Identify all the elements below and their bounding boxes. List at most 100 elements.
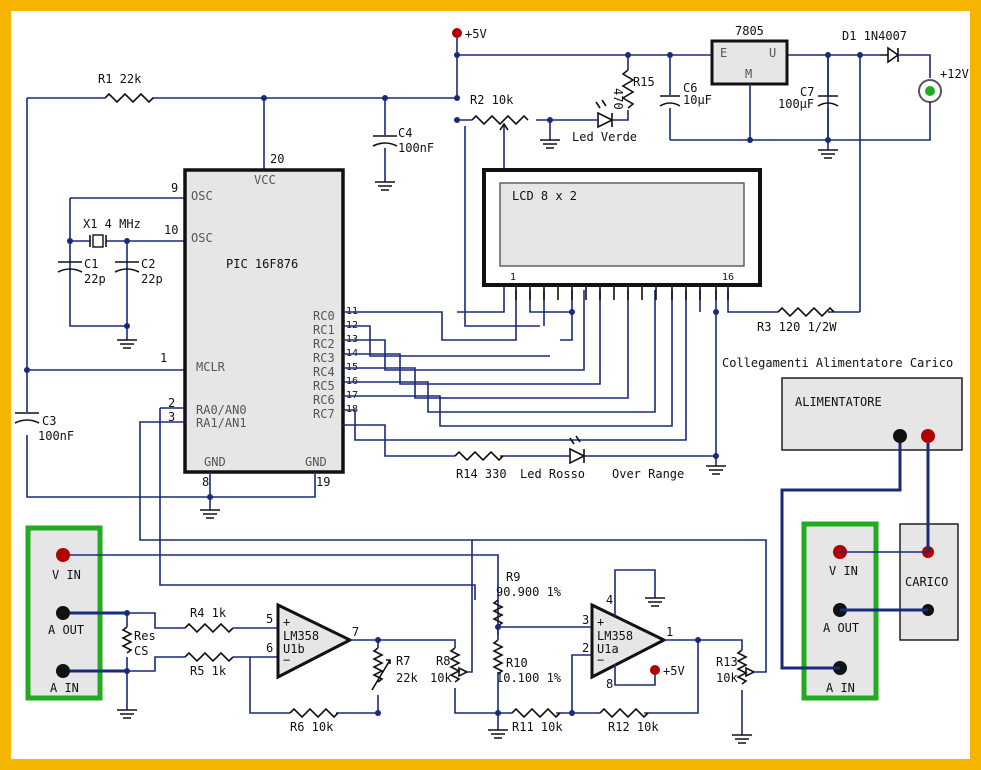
u1a-pin2: 2 bbox=[582, 641, 589, 655]
pic-vcc: VCC bbox=[254, 173, 276, 187]
c3-label: C3 bbox=[42, 414, 56, 428]
reg-pin-m: M bbox=[745, 67, 752, 81]
r15-label: R15 bbox=[633, 75, 655, 89]
pin-9: 9 bbox=[171, 181, 178, 195]
right-aout-label: A OUT bbox=[823, 621, 859, 635]
c6-value: 10μF bbox=[683, 93, 712, 107]
r6-label: R6 10k bbox=[290, 720, 334, 734]
pic-mclr: MCLR bbox=[196, 360, 226, 374]
r1-label: R1 22k bbox=[98, 72, 142, 86]
r11-label: R11 10k bbox=[512, 720, 563, 734]
r8-value: 10k bbox=[430, 671, 452, 685]
pic-rc2: RC2 bbox=[313, 337, 335, 351]
c4-value: 100nF bbox=[398, 141, 434, 155]
x1-label: X1 4 MHz bbox=[83, 217, 141, 231]
r9-label: R9 bbox=[506, 570, 520, 584]
reset-network: R1 22k C4 100nF C3 100nF bbox=[14, 72, 457, 498]
r13-label: R13 bbox=[716, 655, 738, 669]
u1b-pin7: 7 bbox=[352, 625, 359, 639]
pin-3: 3 bbox=[168, 410, 175, 424]
pic-rc3: RC3 bbox=[313, 351, 335, 365]
c1-value: 22p bbox=[84, 272, 106, 286]
lcd-label: LCD 8 x 2 bbox=[512, 189, 577, 203]
pic-gnd1: GND bbox=[204, 455, 226, 469]
reg-pin-u: U bbox=[769, 46, 776, 60]
r7-label: R7 bbox=[396, 654, 410, 668]
c7-value: 100μF bbox=[778, 97, 814, 111]
pic-osc2: OSC bbox=[191, 231, 213, 245]
load-section: Collegamenti Alimentatore Carico ALIMENT… bbox=[722, 356, 963, 701]
pic-rc0: RC0 bbox=[313, 309, 335, 323]
regulator-7805 bbox=[710, 39, 789, 86]
r15-value: 470 bbox=[611, 88, 625, 110]
r12-label: R12 10k bbox=[608, 720, 659, 734]
r13-value: 10k bbox=[716, 671, 738, 685]
r3-label: R3 120 1/2W bbox=[757, 320, 837, 334]
c4-label: C4 bbox=[398, 126, 412, 140]
r14-label: R14 330 bbox=[456, 467, 507, 481]
r10-value: 10.100 1% bbox=[496, 671, 562, 685]
pic-rc7: RC7 bbox=[313, 407, 335, 421]
u1b-name: LM358 bbox=[283, 629, 319, 643]
r2-label: R2 10k bbox=[470, 93, 514, 107]
pic-16f876: PIC 16F876 VCC 20 OSC OSC 9 10 MCLR 1 RA… bbox=[160, 152, 358, 519]
u1a-minus: − bbox=[597, 653, 604, 667]
rescs-label1: Res bbox=[134, 629, 156, 643]
u1b-pin5: 5 bbox=[266, 612, 273, 626]
u1a-pin8: 8 bbox=[606, 677, 613, 691]
c6-label: C6 bbox=[683, 81, 697, 95]
led-verde bbox=[595, 99, 614, 129]
carico-label: CARICO bbox=[905, 575, 948, 589]
u1a-name: LM358 bbox=[597, 629, 633, 643]
lcd-pin1: 1 bbox=[510, 272, 516, 283]
pic-osc1: OSC bbox=[191, 189, 213, 203]
r8-label: R8 bbox=[436, 654, 450, 668]
r5-label: R5 1k bbox=[190, 664, 227, 678]
over-range-label: Over Range bbox=[612, 467, 684, 481]
u1a-pin4: 4 bbox=[606, 593, 613, 607]
diode-d1 bbox=[880, 46, 900, 64]
left-ain-label: A IN bbox=[50, 681, 79, 695]
rc-bus: R3 120 1/2W R14 330 Led Rosso Over Range bbox=[343, 290, 860, 481]
pin-8: 8 bbox=[202, 475, 209, 489]
power-section: +5V 7805 E U M D1 1N4007 +12V C6 10μF C7… bbox=[452, 24, 969, 327]
right-vin-label: V IN bbox=[829, 564, 858, 578]
c2-label: C2 bbox=[141, 257, 155, 271]
u1a-5v-label: +5V bbox=[663, 664, 685, 678]
right-ain-label: A IN bbox=[826, 681, 855, 695]
c2-value: 22p bbox=[141, 272, 163, 286]
pin-20: 20 bbox=[270, 152, 284, 166]
regulator-label: 7805 bbox=[735, 24, 764, 38]
lcd-8x2: LCD 8 x 2 1 16 bbox=[482, 168, 762, 300]
pic-rc1: RC1 bbox=[313, 323, 335, 337]
pic-rc6: RC6 bbox=[313, 393, 335, 407]
c1-label: C1 bbox=[84, 257, 98, 271]
pin-2: 2 bbox=[168, 396, 175, 410]
left-aout-label: A OUT bbox=[48, 623, 84, 637]
c3-value: 100nF bbox=[38, 429, 74, 443]
u1b-pin6: 6 bbox=[266, 641, 273, 655]
junction-dots bbox=[24, 52, 863, 716]
plus5v-terminal bbox=[452, 28, 462, 38]
r10-label: R10 bbox=[506, 656, 528, 670]
led-verde-label: Led Verde bbox=[572, 130, 637, 144]
r9-value: 90.900 1% bbox=[496, 585, 562, 599]
lcd-pin16: 16 bbox=[722, 272, 734, 283]
u1a-plus: + bbox=[597, 615, 604, 629]
plus5v-label: +5V bbox=[465, 27, 487, 41]
opamp-u1a: R9 90.900 1% R10 10.100 1% R11 10k R12 1… bbox=[472, 539, 767, 744]
pic-rc5: RC5 bbox=[313, 379, 335, 393]
alimentatore-box bbox=[781, 377, 963, 451]
u1a-pin1: 1 bbox=[666, 625, 673, 639]
oscillator: X1 4 MHz C1 22p C2 22p bbox=[57, 197, 185, 349]
reg-pin-e: E bbox=[720, 46, 727, 60]
plus12v-jack-center bbox=[925, 86, 935, 96]
r4-label: R4 1k bbox=[190, 606, 227, 620]
input-connector-left: V IN A OUT A IN Res CS bbox=[25, 525, 499, 719]
pin-10: 10 bbox=[164, 223, 178, 237]
pic-ra0: RA0/AN0 bbox=[196, 403, 247, 417]
pin-1: 1 bbox=[160, 351, 167, 365]
left-vin-label: V IN bbox=[52, 568, 81, 582]
r7-value: 22k bbox=[396, 671, 418, 685]
